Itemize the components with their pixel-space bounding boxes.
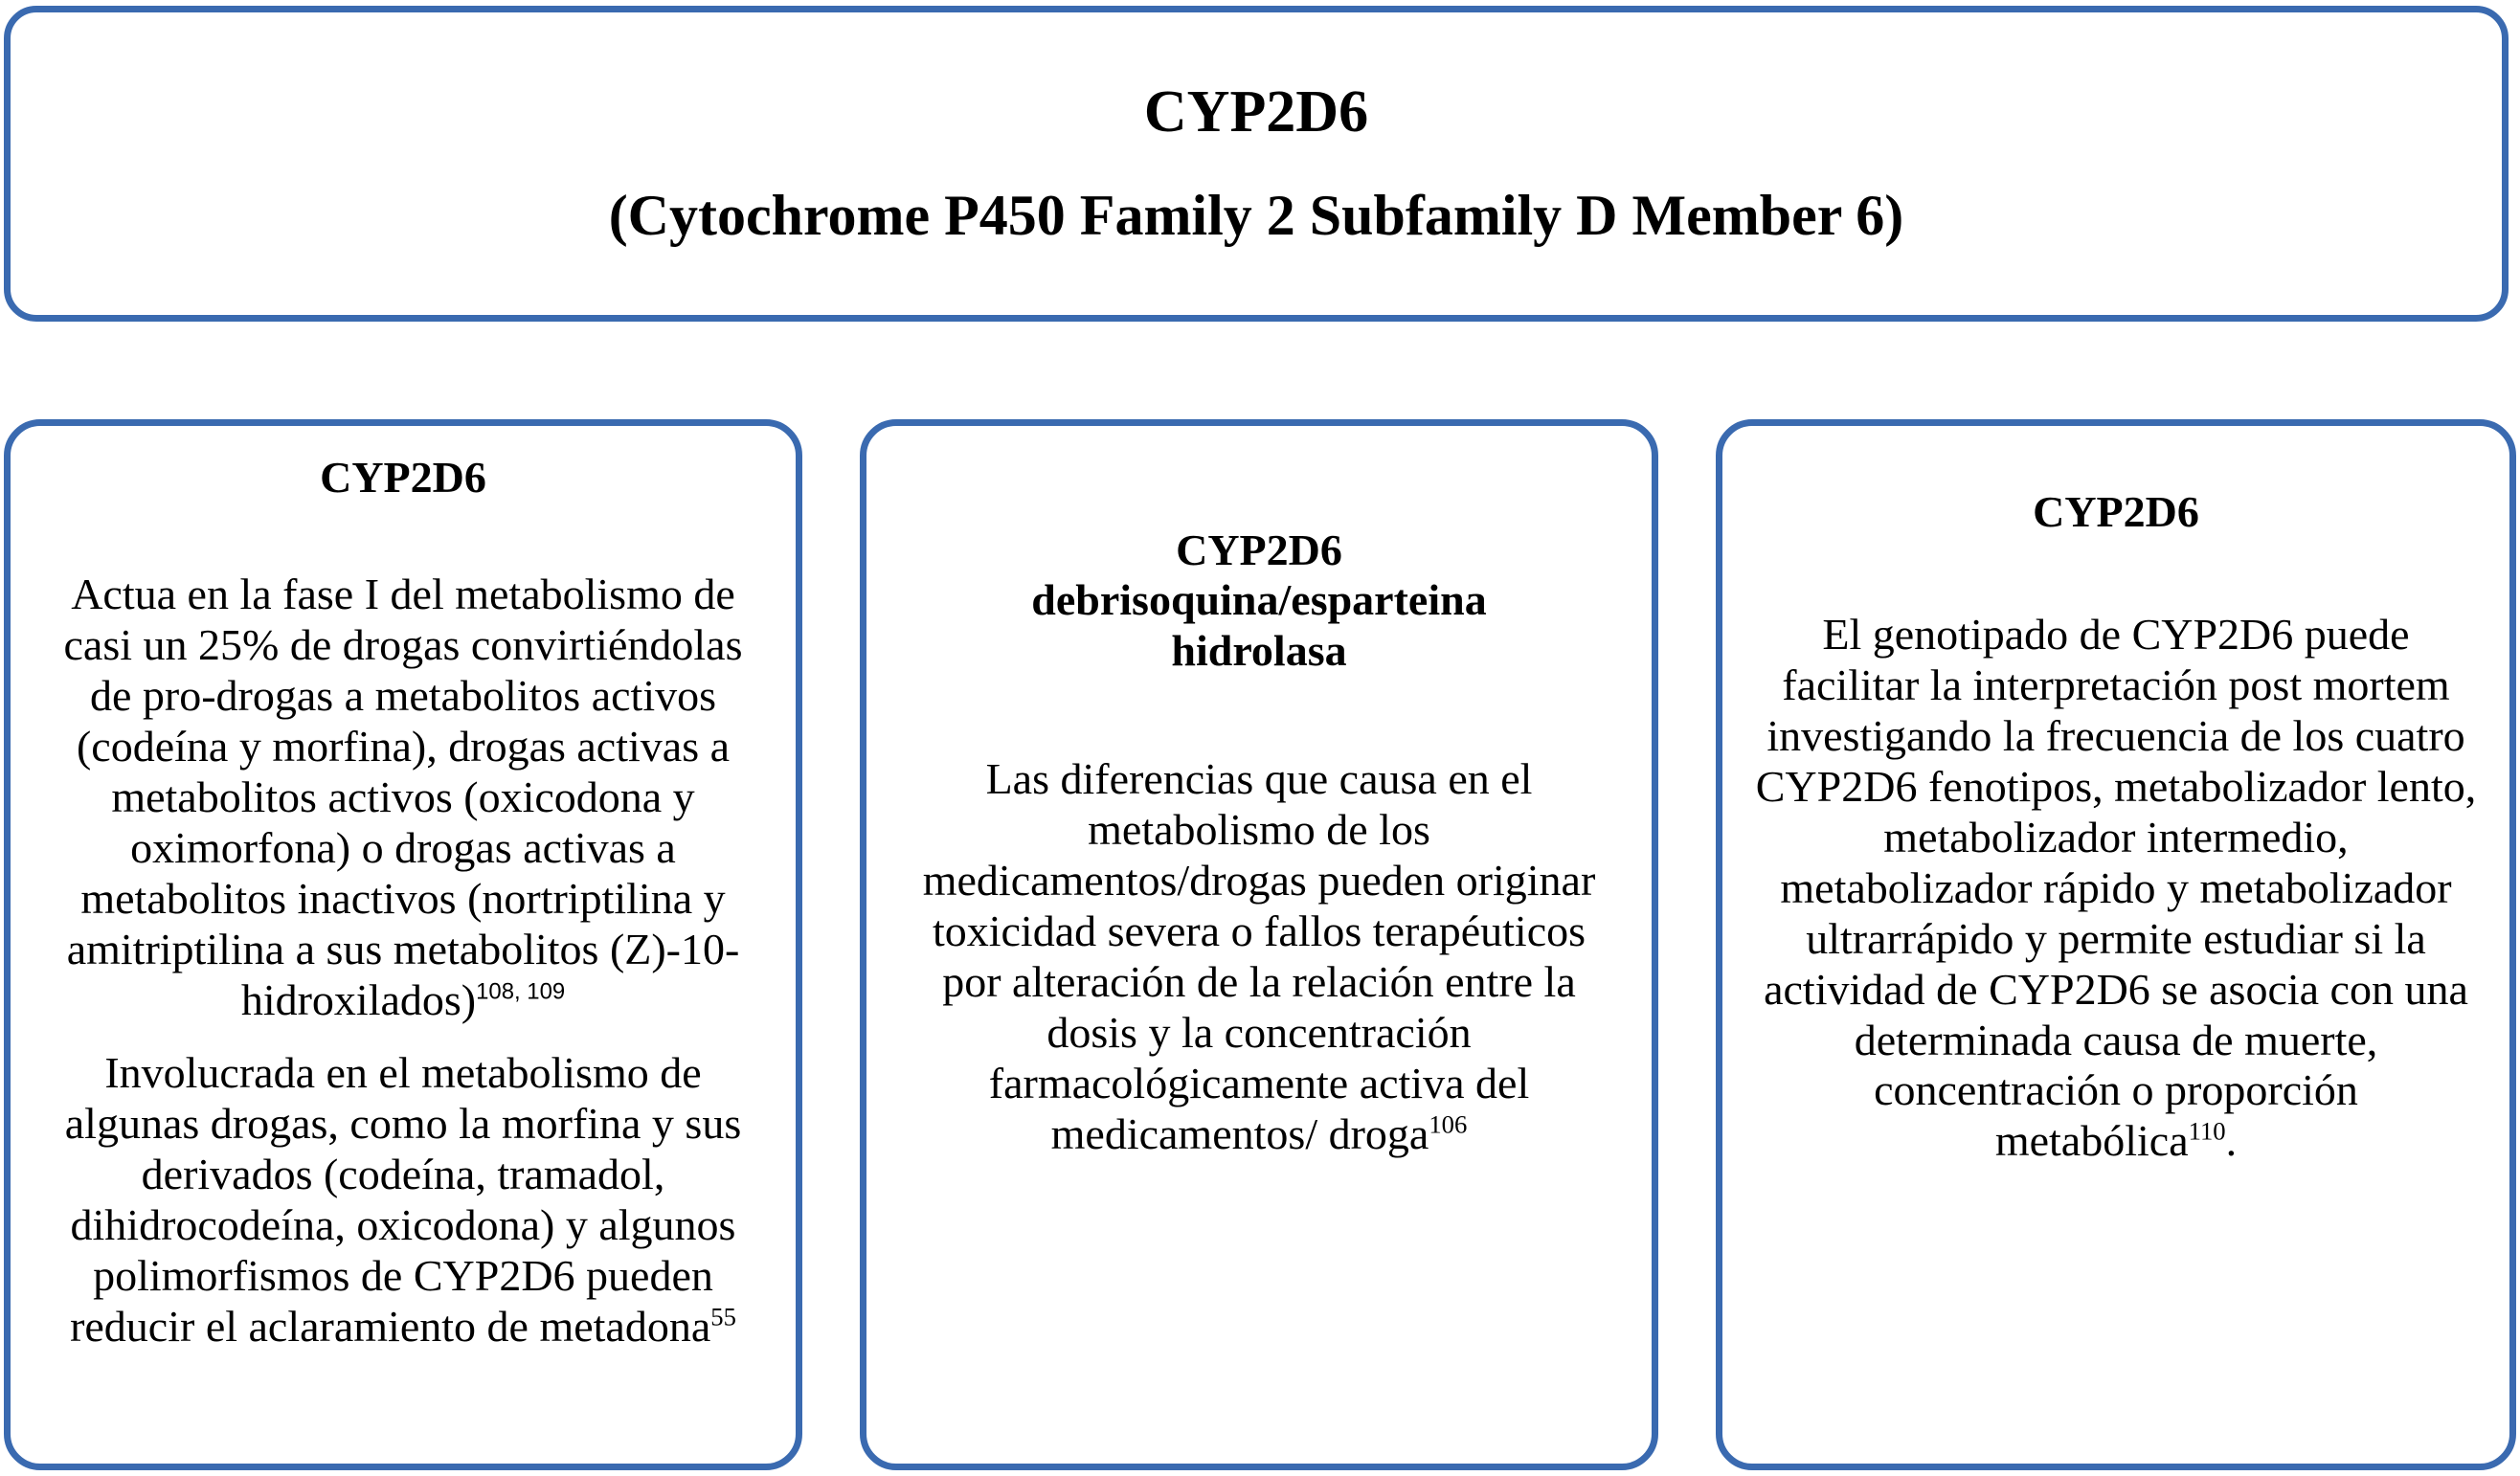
paragraph-text: Involucrada en el metabolismo de algunas… (64, 1048, 742, 1351)
info-card-title-line: hidrolasa (1171, 625, 1347, 675)
paragraph: Involucrada en el metabolismo de algunas… (43, 1048, 763, 1352)
info-card-title-line: CYP2D6 (1176, 526, 1342, 574)
reference-marker: 106 (1429, 1109, 1468, 1139)
paragraph-text: Actua en la fase I del metabolismo de ca… (63, 570, 743, 1024)
info-card-cyp2d6-metabolism: CYP2D6 Actua en la fase I del metabolism… (4, 419, 802, 1470)
info-card-title-2: CYP2D6 debrisoquina/esparteina hidrolasa (899, 526, 1619, 676)
header-box: CYP2D6 (Cytochrome P450 Family 2 Subfami… (4, 6, 2509, 322)
paragraph-trailing: . (2225, 1116, 2238, 1166)
reference-marker: 108, 109 (476, 978, 566, 1005)
info-card-cyp2d6-hidrolasa: CYP2D6 debrisoquina/esparteina hidrolasa… (860, 419, 1658, 1470)
info-card-title-3: CYP2D6 (2033, 487, 2199, 536)
paragraph: Las diferencias que causa en el metaboli… (899, 754, 1619, 1159)
info-card-cyp2d6-genotipado: CYP2D6 El genotipado de CYP2D6 puede fac… (1716, 419, 2516, 1470)
info-card-title-line: debrisoquina/esparteina (1031, 575, 1487, 625)
info-card-body-3: El genotipado de CYP2D6 puede facilitar … (1755, 610, 2477, 1167)
page-subtitle: (Cytochrome P450 Family 2 Subfamily D Me… (608, 184, 1904, 248)
reference-marker: 110 (2188, 1117, 2226, 1147)
page-title: CYP2D6 (1143, 78, 1369, 145)
columns-row: CYP2D6 Actua en la fase I del metabolism… (0, 419, 2520, 1472)
paragraph: El genotipado de CYP2D6 puede facilitar … (1755, 610, 2477, 1167)
info-card-title-1: CYP2D6 (320, 453, 486, 502)
reference-marker: 55 (710, 1302, 736, 1331)
paragraph-text: El genotipado de CYP2D6 puede facilitar … (1755, 610, 2477, 1166)
paragraph-text: Las diferencias que causa en el metaboli… (922, 754, 1596, 1158)
info-card-body-1: Actua en la fase I del metabolismo de ca… (43, 570, 763, 1352)
info-card-body-2: Las diferencias que causa en el metaboli… (899, 754, 1619, 1159)
paragraph: Actua en la fase I del metabolismo de ca… (43, 570, 763, 1025)
